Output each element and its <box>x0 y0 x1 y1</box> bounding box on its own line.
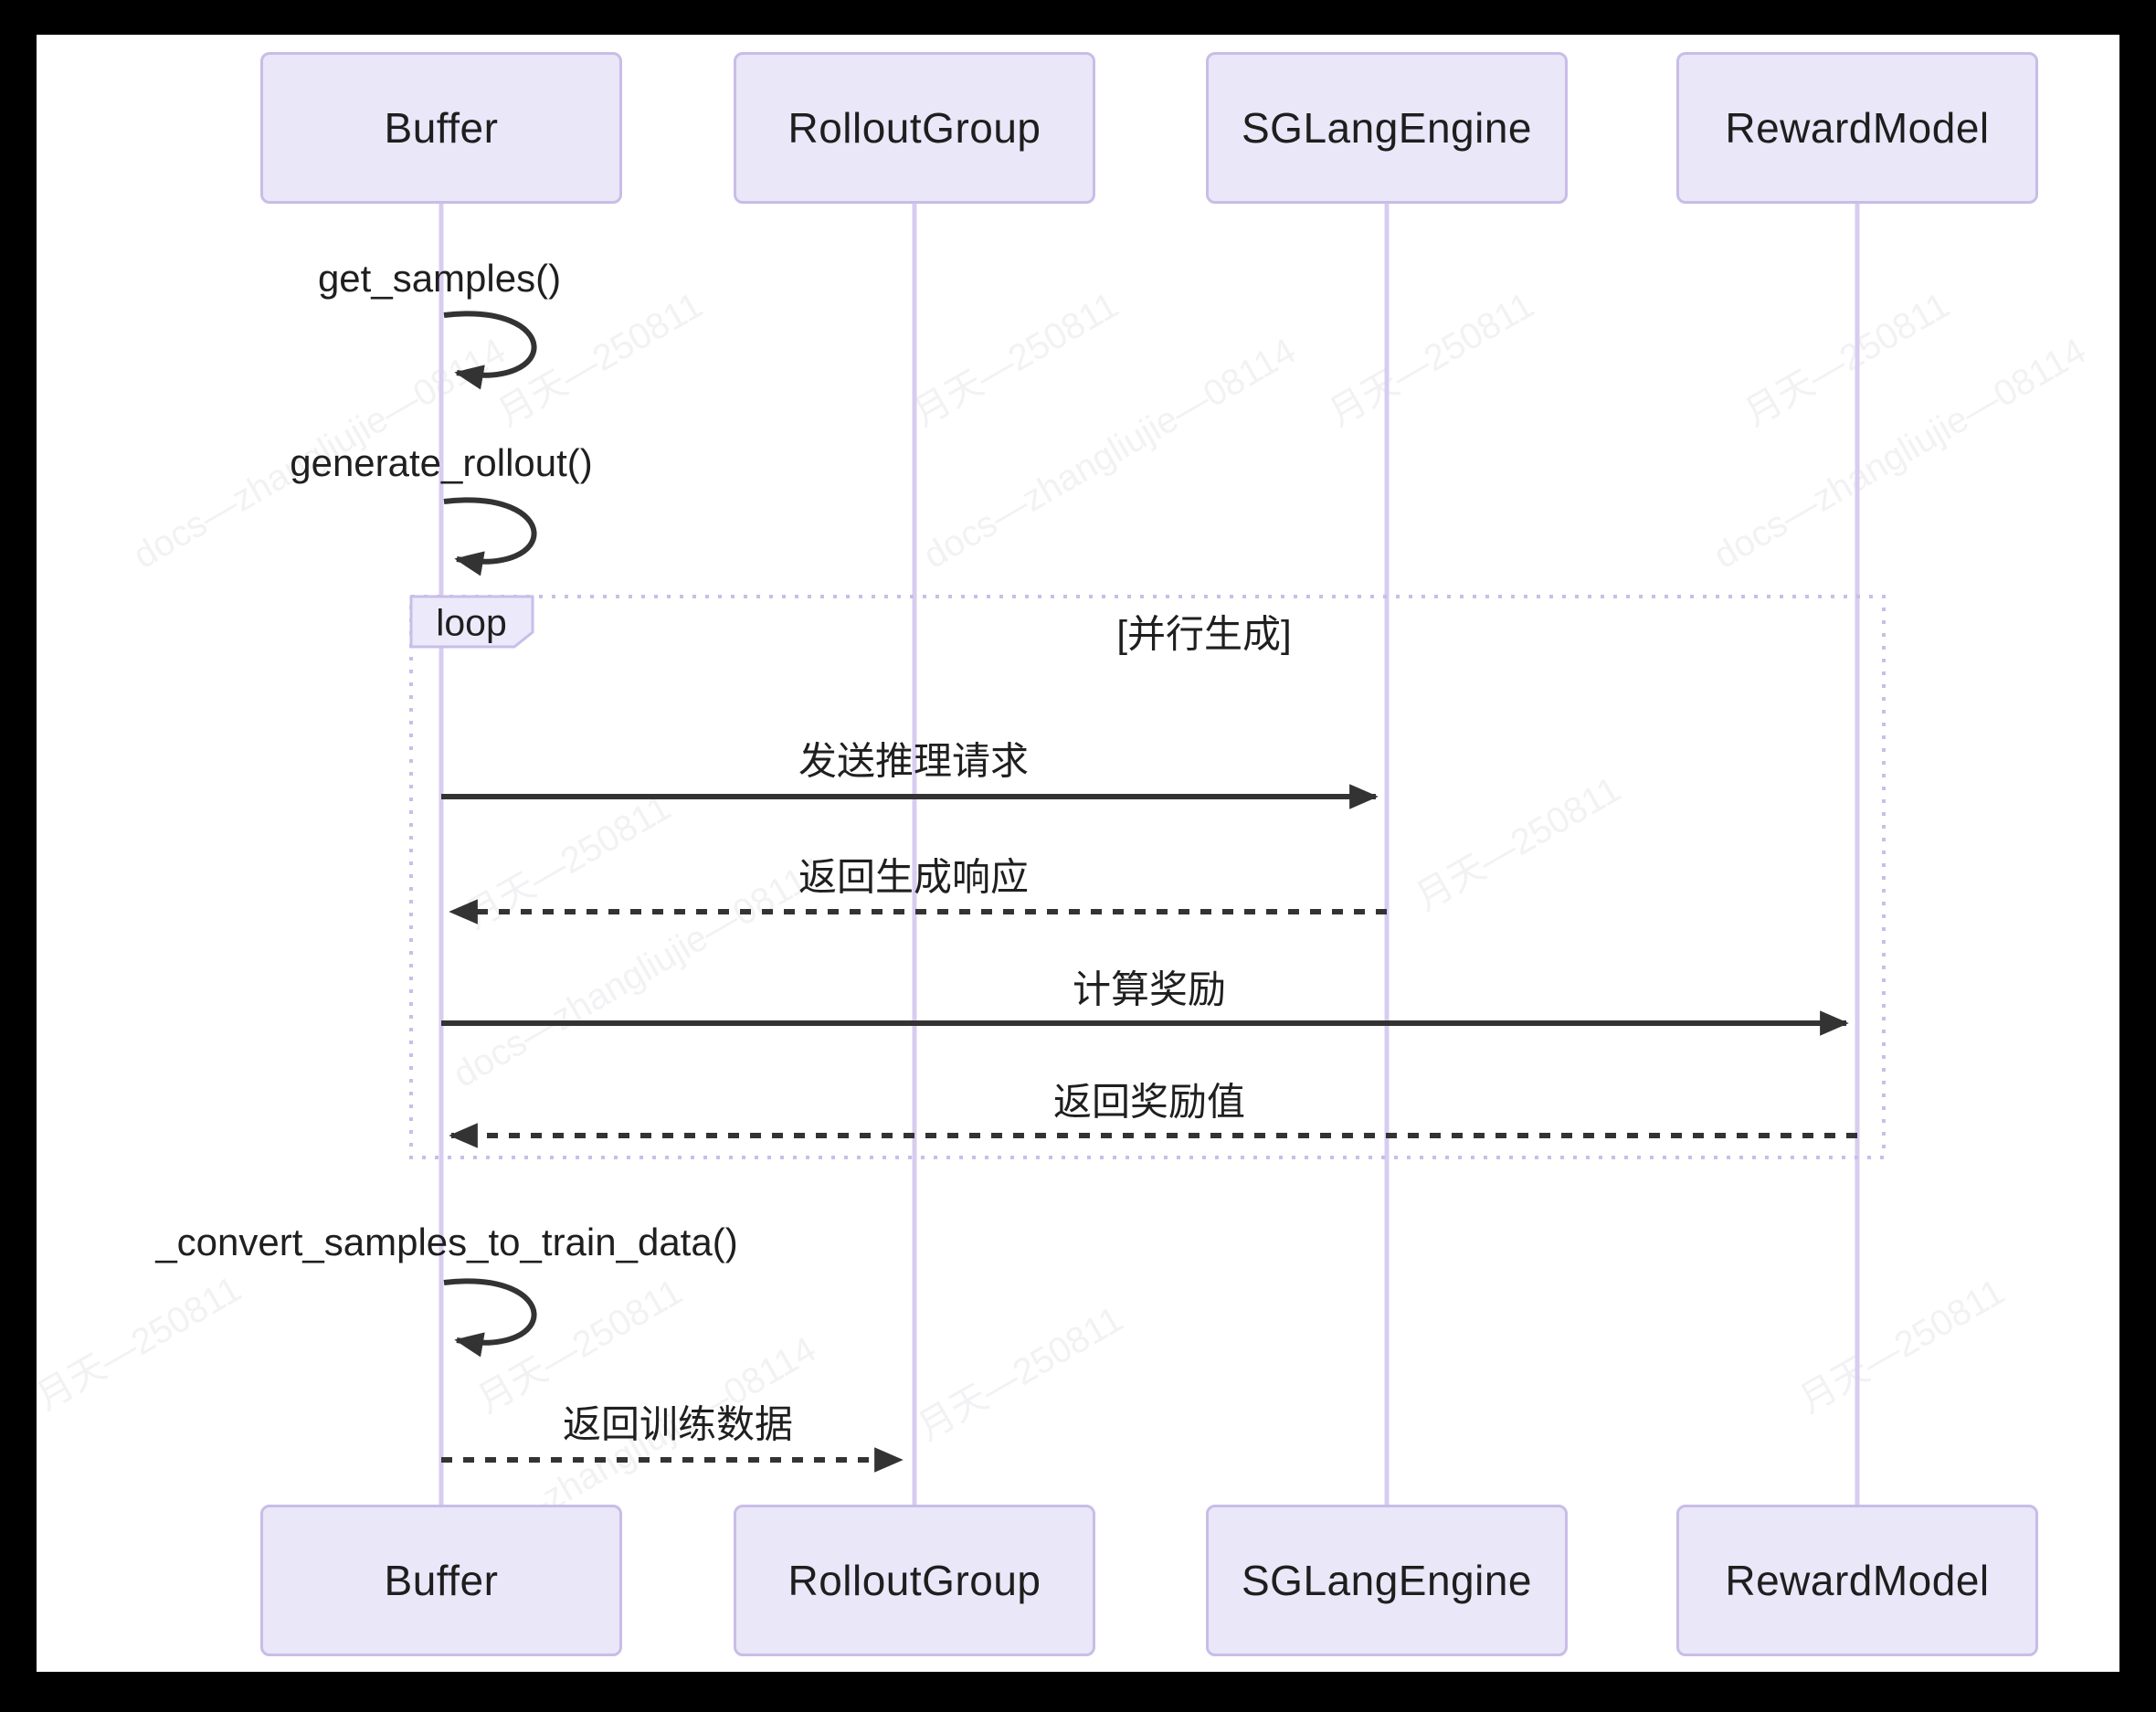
actor-box-sglangengine-bottom: SGLangEngine <box>1206 1505 1568 1656</box>
self-call-arc-generate-rollout <box>443 497 537 576</box>
self-call-label-generate-rollout: generate_rollout() <box>290 441 593 484</box>
self-call-arc-get-samples <box>443 311 537 390</box>
actor-box-rolloutgroup-bottom: RolloutGroup <box>734 1505 1095 1656</box>
loop-frame <box>409 595 1886 1159</box>
message-label-return-reward-value: 返回奖励值 <box>1052 1080 1246 1124</box>
loop-condition-label: [并行生成] <box>1116 612 1292 656</box>
message-label-send-inference-request: 发送推理请求 <box>798 739 1030 783</box>
message-label-return-generation-response: 返回生成响应 <box>798 855 1030 899</box>
diagram-paper <box>37 35 2119 1672</box>
actor-box-sglangengine-top: SGLangEngine <box>1206 52 1568 204</box>
actor-box-buffer-bottom: Buffer <box>260 1505 622 1656</box>
loop-label-pentagon <box>409 595 534 649</box>
actor-box-buffer-top: Buffer <box>260 52 622 204</box>
message-label-return-train-data: 返回训练数据 <box>562 1402 794 1446</box>
self-call-arc-convert-samples <box>443 1278 537 1358</box>
actor-box-rolloutgroup-top: RolloutGroup <box>734 52 1095 204</box>
loop-keyword-label: loop <box>436 601 507 644</box>
actor-box-rewardmodel-bottom: RewardModel <box>1676 1505 2038 1656</box>
message-label-compute-reward: 计算奖励 <box>1072 967 1227 1011</box>
actor-box-rewardmodel-top: RewardModel <box>1676 52 2038 204</box>
self-call-label-convert-samples: _convert_samples_to_train_data() <box>155 1221 738 1263</box>
self-call-label-get-samples: get_samples() <box>317 257 562 300</box>
